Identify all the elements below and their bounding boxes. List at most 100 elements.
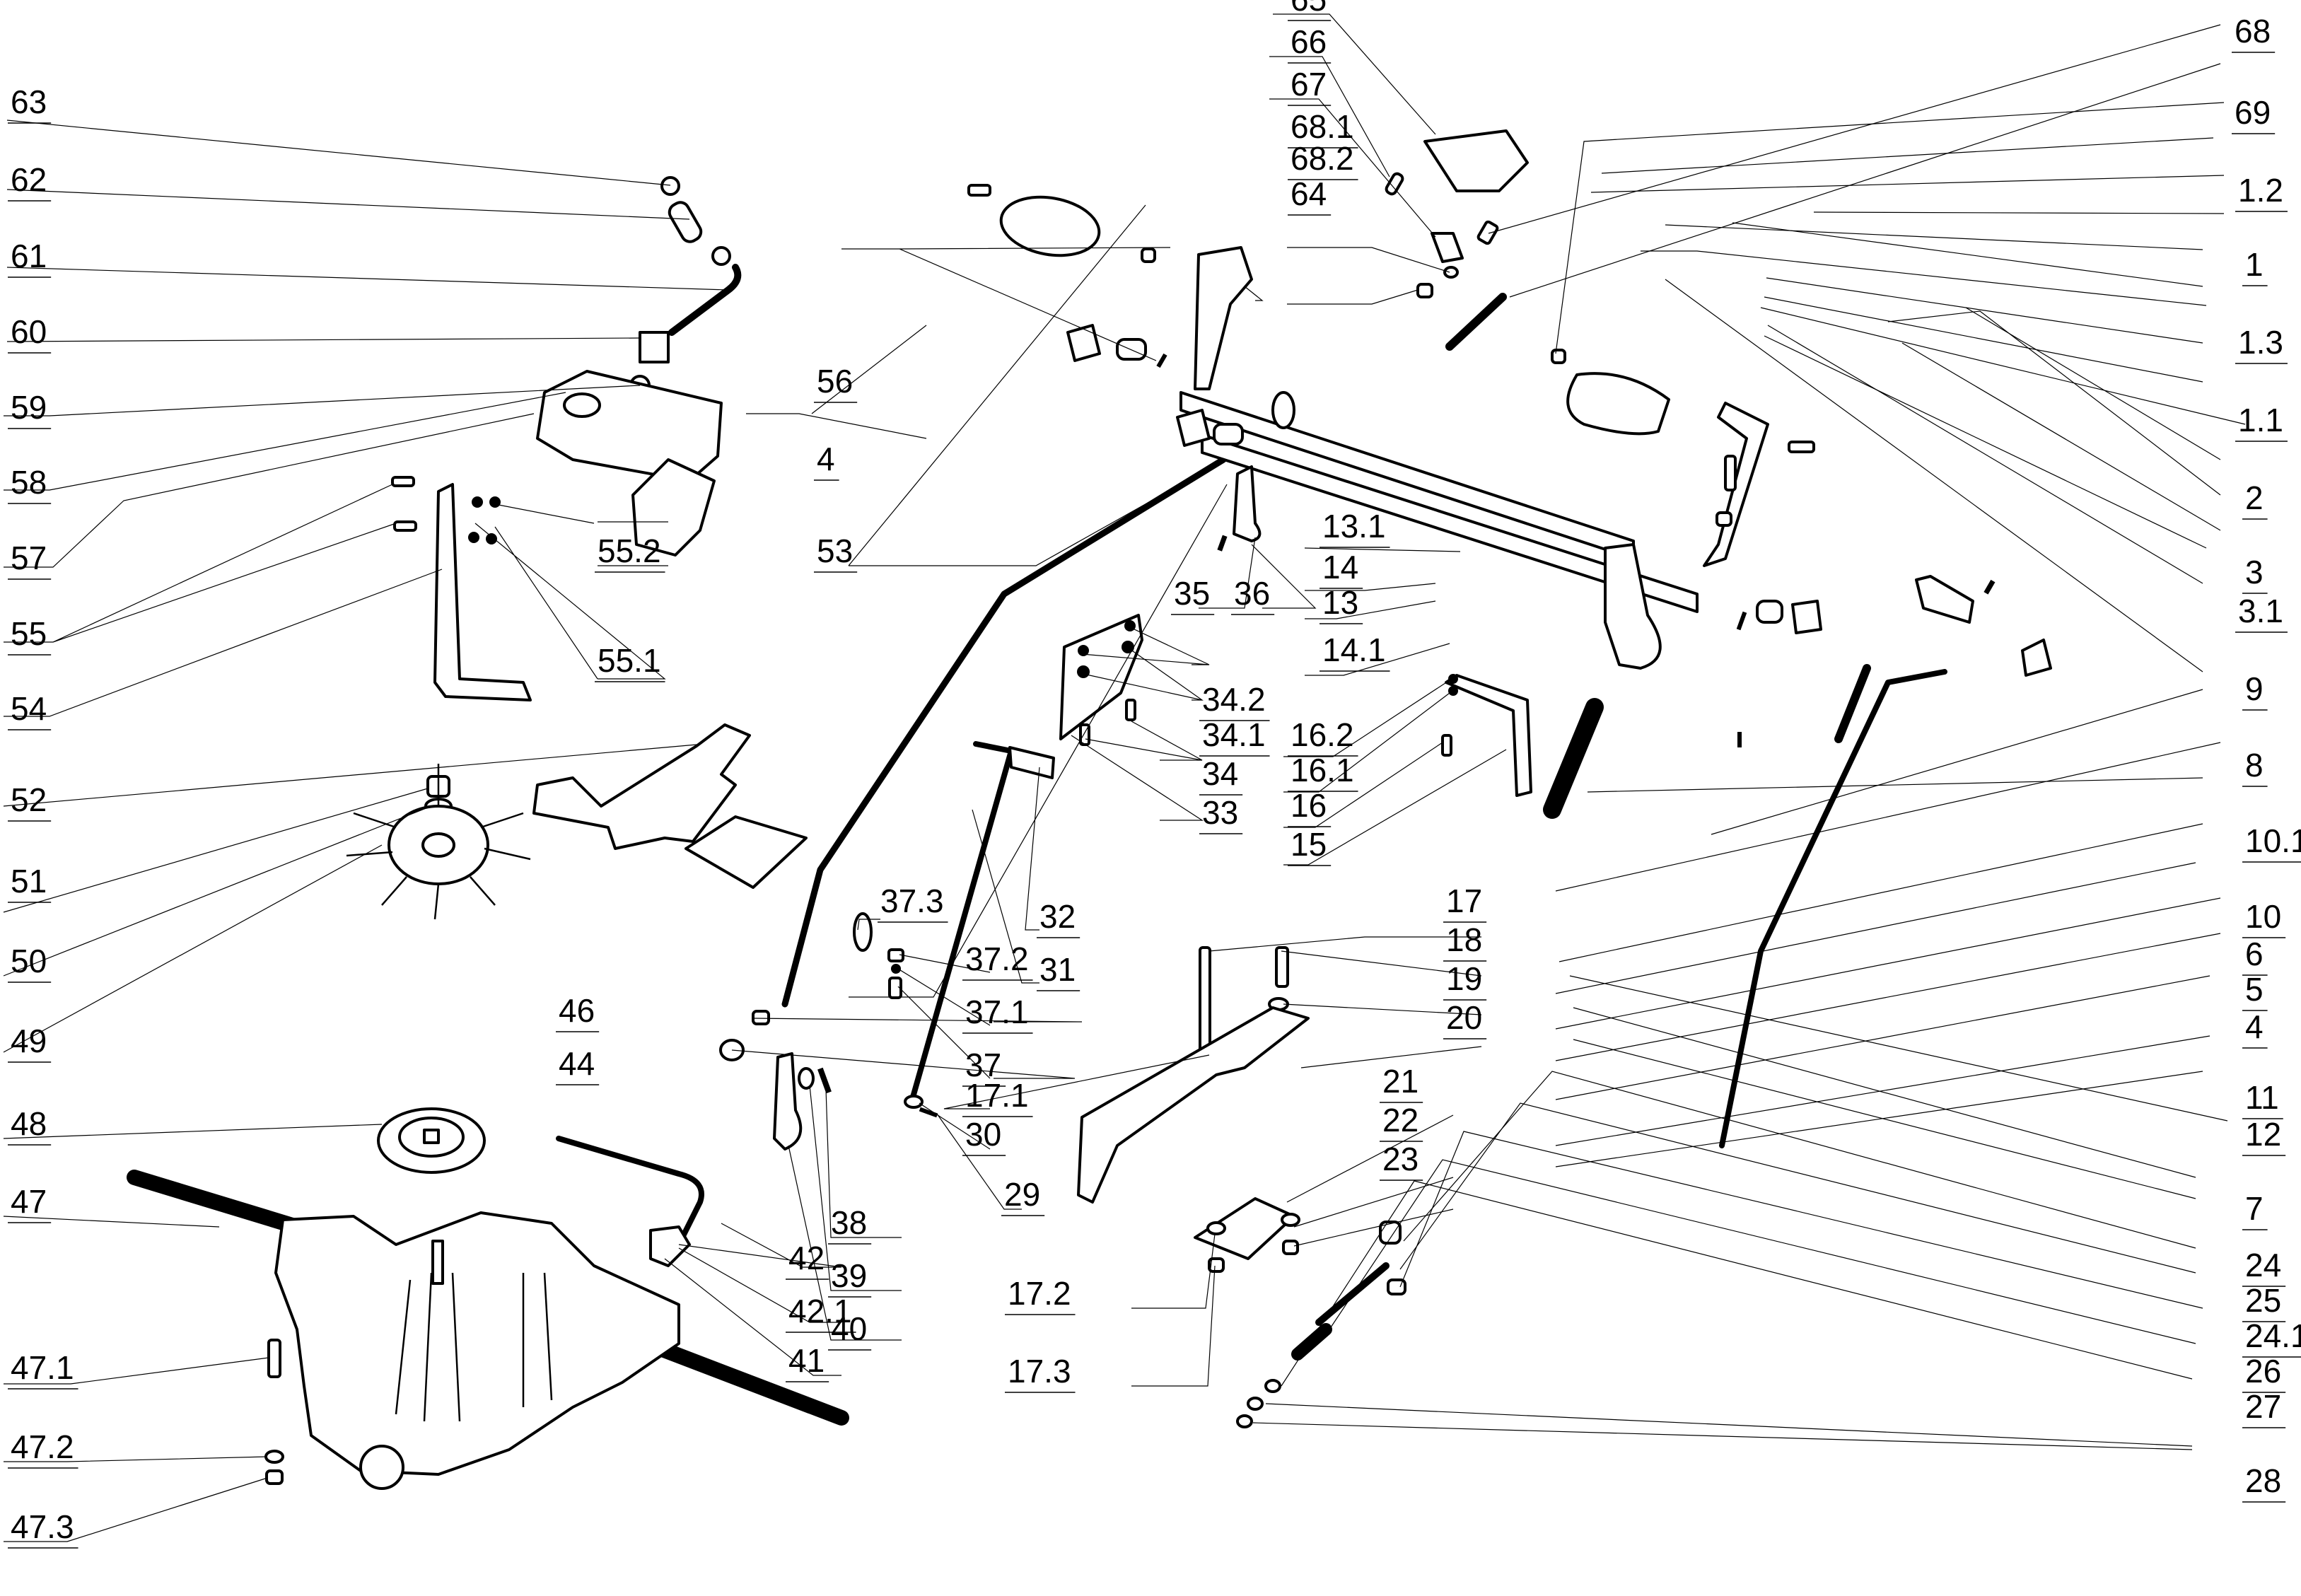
bracket-60 (639, 331, 670, 363)
callout-47-1: 47.1 (11, 1349, 74, 1386)
callout-37-2: 37.2 (965, 940, 1029, 977)
nut-16-2 (1448, 674, 1458, 684)
mount-bracket-52 (532, 723, 751, 850)
callout-47-2: 47.2 (11, 1428, 74, 1465)
washer-55-1b (468, 532, 479, 543)
callout-16: 16 (1291, 787, 1327, 824)
callout-44: 44 (559, 1045, 595, 1082)
bolt-17 (1199, 946, 1211, 1055)
nut-3-1 (1715, 511, 1732, 527)
callout-labels: 63 62 61 60 59 58 57 55 54 52 51 50 49 4… (8, 0, 2301, 1549)
lever-36 (1233, 465, 1262, 542)
callout-67: 67 (1291, 66, 1327, 103)
tank-guard-56 (631, 458, 716, 557)
rod-25 (1315, 1262, 1390, 1326)
bushing (1066, 324, 1101, 362)
bolt-1-1 (1788, 441, 1815, 453)
callout-69: 69 (2235, 94, 2271, 131)
callout-17-2: 17.2 (1008, 1275, 1071, 1312)
bolt-68 (1476, 220, 1499, 245)
callout-16-2: 16.2 (1291, 716, 1354, 753)
callout-48: 48 (11, 1105, 47, 1142)
callout-55-2: 55.2 (598, 532, 661, 569)
callout-6: 6 (2245, 936, 2264, 972)
callout-53: 53 (817, 532, 853, 569)
washer-30 (904, 1095, 924, 1109)
callout-24: 24 (2245, 1247, 2281, 1283)
callout-23: 23 (1382, 1141, 1419, 1177)
nut-17-3 (1208, 1257, 1225, 1273)
nut-46 (752, 1010, 770, 1025)
callout-34-2: 34.2 (1202, 681, 1266, 718)
callout-58: 58 (11, 464, 47, 501)
callout-27: 27 (2245, 1388, 2281, 1425)
callout-25: 25 (2245, 1282, 2281, 1319)
callout-55: 55 (11, 615, 47, 652)
callout-29: 29 (1004, 1176, 1040, 1213)
bolt-37 (888, 977, 902, 999)
bushing (1176, 409, 1211, 447)
callout-10: 10 (2245, 898, 2281, 935)
nut-47-3 (265, 1469, 284, 1485)
washer-17-2 (1206, 1221, 1226, 1235)
washer-55-1 (472, 496, 483, 508)
callout-3: 3 (2245, 554, 2264, 590)
callout-20: 20 (1446, 999, 1482, 1036)
pin-4 (1156, 353, 1167, 368)
callout-35: 35 (1174, 575, 1210, 612)
bushing-39 (798, 1067, 815, 1090)
callout-8: 8 (2245, 747, 2264, 784)
callout-66: 66 (1291, 23, 1327, 60)
callout-7: 7 (2245, 1190, 2264, 1227)
callout-42: 42 (788, 1240, 825, 1276)
callout-54: 54 (11, 690, 47, 727)
callout-21: 21 (1382, 1063, 1419, 1100)
bolt-34 (1125, 699, 1136, 721)
bolt (967, 184, 991, 197)
callout-1: 1 (2245, 246, 2264, 283)
nut-28a (1247, 1397, 1264, 1411)
rod-7 (1719, 669, 1947, 1148)
transaxle-47 (127, 1170, 849, 1490)
callout-63: 63 (11, 83, 47, 120)
callout-51: 51 (11, 863, 47, 899)
callout-31: 31 (1039, 951, 1076, 988)
brake-pedal-pad-68 (999, 195, 1101, 257)
spacer (1213, 423, 1244, 445)
fuel-line-61 (668, 264, 742, 336)
callout-36: 36 (1234, 575, 1270, 612)
callout-26: 26 (2245, 1353, 2281, 1390)
callout-37-1: 37.1 (965, 994, 1029, 1030)
spacer-5 (1756, 600, 1783, 624)
spring-11 (1834, 664, 1871, 743)
bushing-6 (1791, 600, 1822, 634)
callout-47: 47 (11, 1183, 47, 1220)
callout-42-1: 42.1 (788, 1293, 852, 1329)
callout-16-1: 16.1 (1291, 752, 1354, 788)
callout-68: 68 (2235, 13, 2271, 49)
callout-34: 34 (1202, 755, 1238, 792)
callout-2: 2 (2245, 479, 2264, 516)
callout-18: 18 (1446, 921, 1482, 958)
pin-9 (1983, 579, 1996, 595)
callout-32: 32 (1039, 898, 1076, 935)
nut-1-2 (1551, 349, 1566, 364)
callout-28: 28 (2245, 1462, 2281, 1499)
washer-16-1 (1448, 686, 1458, 696)
drive-pulley-48 (377, 1107, 486, 1174)
callout-33: 33 (1202, 794, 1238, 831)
callout-55-1: 55.1 (598, 642, 661, 679)
callout-38: 38 (831, 1204, 867, 1241)
spacer (1116, 338, 1147, 361)
nut-28b (1236, 1414, 1253, 1428)
callout-11: 11 (2245, 1079, 2279, 1116)
callout-46: 46 (559, 992, 595, 1029)
callout-13: 13 (1322, 584, 1358, 621)
callout-39: 39 (831, 1257, 867, 1294)
washer-47-2 (264, 1450, 284, 1464)
bolt-16 (1441, 734, 1452, 757)
washer-22 (1281, 1213, 1300, 1227)
callout-57: 57 (11, 540, 47, 576)
callout-41: 41 (788, 1342, 825, 1379)
